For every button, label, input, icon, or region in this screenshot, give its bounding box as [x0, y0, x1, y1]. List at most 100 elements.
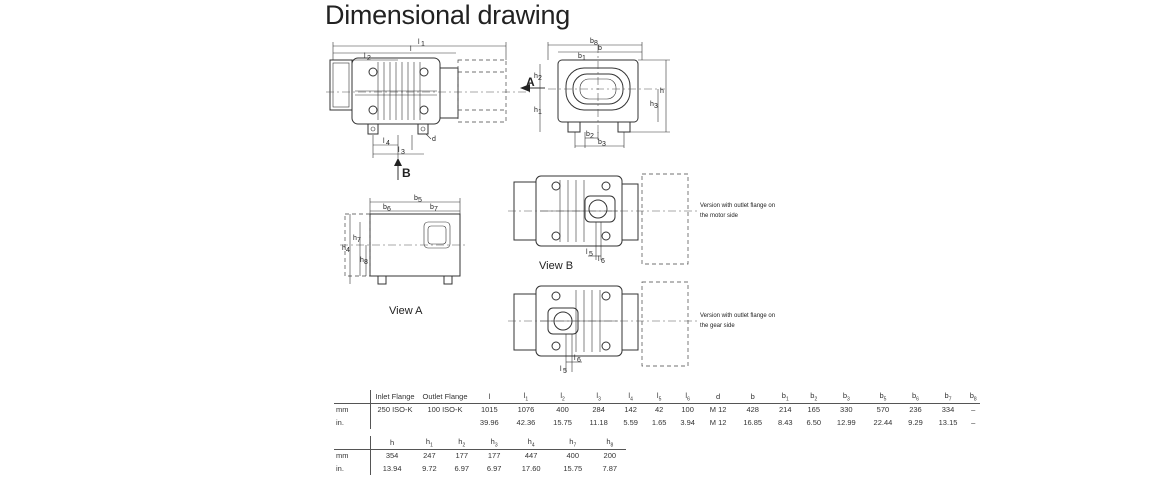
table-cell: 13.94 — [382, 463, 402, 473]
arrow-a-label: A — [526, 75, 535, 89]
unit-cell: mm — [334, 449, 371, 462]
table-cell: 334 — [941, 405, 955, 415]
table-cell — [419, 416, 471, 429]
table-cell: 100 — [681, 405, 694, 415]
table-cell: 9.72 — [422, 463, 437, 473]
svg-text:b: b — [586, 131, 590, 138]
svg-text:5: 5 — [563, 368, 567, 375]
header-cell: l2 — [544, 390, 581, 404]
svg-text:h: h — [660, 88, 664, 95]
table-cell: 214 — [779, 405, 792, 415]
svg-text:8: 8 — [594, 40, 598, 47]
svg-text:h: h — [650, 101, 654, 108]
table-row: mm 250 ISO-K 100 ISO-K 1015 1076 400 284… — [334, 403, 980, 416]
table-cell: M 12 — [709, 405, 727, 415]
header-cell: l — [471, 390, 508, 404]
header-cell: h — [370, 436, 414, 450]
table-cell: 3.94 — [680, 417, 695, 427]
header-cell: b6 — [901, 390, 930, 404]
svg-text:h: h — [534, 107, 538, 114]
svg-text:l: l — [364, 53, 366, 60]
svg-text:l: l — [398, 147, 400, 154]
view-b-label: View B — [539, 260, 573, 272]
header-cell: Inlet Flange — [370, 390, 419, 404]
svg-text:7: 7 — [434, 206, 438, 213]
table-cell: 42.36 — [516, 417, 536, 427]
svg-text:l: l — [383, 138, 385, 145]
table-cell: 42 — [654, 405, 664, 415]
svg-text:5: 5 — [418, 197, 422, 204]
page-title: Dimensional drawing — [325, 0, 570, 30]
table-cell: 39.96 — [479, 417, 499, 427]
svg-text:h: h — [534, 73, 538, 80]
note-motor-line-1: Version with outlet flange on — [700, 203, 775, 209]
header-cell: h4 — [510, 436, 552, 450]
table-cell: 12.99 — [836, 417, 856, 427]
note-gear-line-1: Version with outlet flange on — [700, 313, 775, 319]
table-cell: 400 — [566, 451, 580, 461]
table-cell: M 12 — [709, 417, 727, 427]
note-motor-line-2: the motor side — [700, 213, 739, 219]
header-cell: h8 — [593, 436, 626, 450]
table-cell: 22.44 — [873, 417, 893, 427]
svg-text:4: 4 — [346, 247, 350, 254]
svg-text:l: l — [586, 249, 588, 256]
svg-text:2: 2 — [590, 133, 594, 140]
svg-text:2: 2 — [538, 75, 542, 82]
unit-cell: in. — [334, 462, 371, 475]
svg-text:h: h — [342, 245, 346, 252]
header-cell: Outlet Flange — [419, 390, 471, 404]
svg-text:6: 6 — [577, 357, 581, 364]
svg-text:1: 1 — [538, 109, 542, 116]
header-cell: b7 — [929, 390, 967, 404]
svg-text:1: 1 — [582, 55, 586, 62]
table-cell: 200 — [603, 451, 617, 461]
header-cell: l6 — [673, 390, 702, 404]
header-cell: b5 — [864, 390, 902, 404]
unit-cell: in. — [334, 416, 371, 429]
table-row: in. 39.96 42.36 15.75 11.18 5.59 1.65 3.… — [334, 416, 980, 429]
arrow-b-label: B — [402, 166, 411, 180]
table-cell: 9.29 — [908, 417, 923, 427]
svg-text:b: b — [598, 45, 602, 52]
svg-text:l: l — [598, 256, 600, 263]
table-cell: 5.59 — [623, 417, 638, 427]
table-cell: 6.50 — [806, 417, 822, 427]
header-cell: h2 — [445, 436, 478, 450]
svg-text:3: 3 — [401, 149, 405, 156]
note-gear-line-2: the gear side — [700, 323, 735, 329]
dimensions-table-2: h h1 h2 h3 h4 h7 h8 mm 354 247 177 177 4… — [334, 436, 626, 475]
svg-text:b: b — [383, 204, 387, 211]
table-cell: 330 — [840, 405, 853, 415]
header-cell: l4 — [616, 390, 645, 404]
table-cell: 1076 — [517, 405, 535, 415]
header-cell: b — [734, 390, 772, 404]
table-header-row: h h1 h2 h3 h4 h7 h8 — [334, 436, 626, 450]
table-row: mm 354 247 177 177 447 400 200 — [334, 449, 626, 462]
table-cell: 447 — [524, 451, 538, 461]
svg-text:b: b — [598, 139, 602, 146]
dimensions-table-1: Inlet Flange Outlet Flange l l1 l2 l3 l4… — [334, 390, 980, 429]
svg-text:l: l — [560, 366, 562, 373]
table-header-row: Inlet Flange Outlet Flange l l1 l2 l3 l4… — [334, 390, 980, 404]
table-cell: 428 — [746, 405, 759, 415]
svg-text:1: 1 — [421, 41, 425, 48]
unit-cell: mm — [334, 403, 371, 416]
table-cell: 177 — [455, 451, 469, 461]
svg-text:8: 8 — [364, 259, 368, 266]
table-cell: 247 — [423, 451, 436, 461]
table-cell: 165 — [807, 405, 820, 415]
table-cell: 100 ISO-K — [427, 405, 463, 415]
table-cell: 13.15 — [938, 417, 958, 427]
table-cell: 236 — [909, 405, 922, 415]
table-cell: 16.85 — [743, 417, 763, 427]
table-cell: 7.87 — [602, 463, 618, 473]
table-cell: 1015 — [480, 405, 498, 415]
svg-text:b: b — [578, 53, 582, 60]
header-cell: b3 — [827, 390, 865, 404]
svg-text:b: b — [414, 195, 418, 202]
header-cell: h7 — [551, 436, 594, 450]
